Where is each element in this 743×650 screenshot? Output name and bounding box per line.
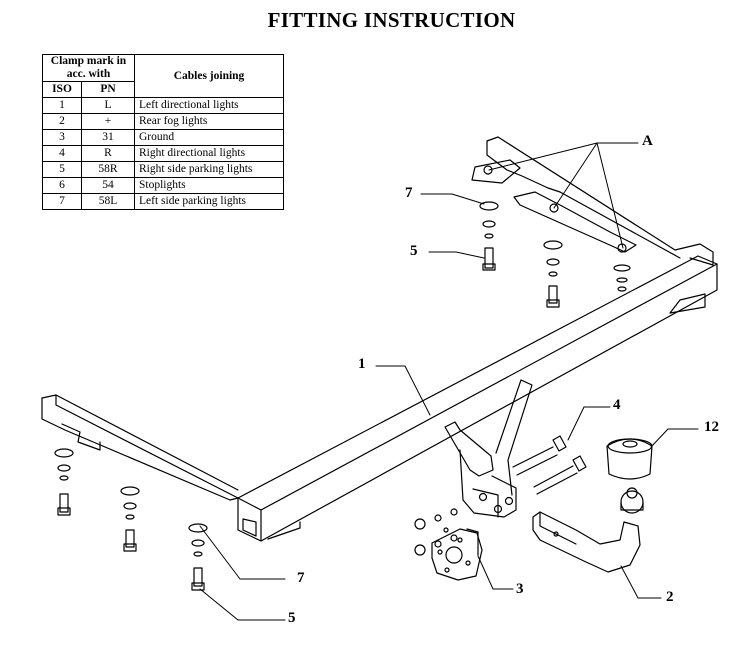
callout-12: 12 (704, 419, 719, 435)
hardware-stack-top-left (479, 201, 499, 271)
hardware-stack-top-right (483, 165, 631, 292)
top-mounting-bracket (471, 136, 714, 314)
main-cross-beam (41, 255, 718, 542)
callout-4: 4 (613, 397, 621, 413)
callout-5-top: 5 (410, 243, 418, 259)
socket-plate (431, 528, 483, 581)
hardware-stack-bottom-left (54, 448, 74, 516)
hitch-mount-bracket (444, 379, 533, 518)
table-header-cables-joining: Cables joining (134, 54, 284, 98)
cable-joining-table: Clamp mark in acc. with Cables joining I… (42, 54, 284, 210)
callout-7-bottom: 7 (297, 570, 305, 586)
callout-2: 2 (666, 589, 674, 605)
callout-a: A (642, 133, 653, 149)
tow-ball-cap (606, 438, 653, 480)
callout-5-bottom: 5 (288, 610, 296, 626)
pn-cell: 58R (81, 161, 135, 178)
callout-7-top: 7 (405, 185, 413, 201)
desc-cell: Right side parking lights (134, 161, 284, 178)
desc-cell: Stoplights (134, 177, 284, 194)
callout-3: 3 (516, 581, 524, 597)
callout-leaders (199, 142, 699, 621)
tow-ball-arm (532, 487, 644, 573)
desc-cell: Right directional lights (134, 145, 284, 162)
page-title: FITTING INSTRUCTION (267, 8, 516, 32)
table-header-clamp-mark: Clamp mark in acc. with (42, 54, 135, 82)
hitch-nuts-washers (414, 508, 458, 556)
hardware-stack-bottom-right (188, 523, 208, 591)
hardware-stack-top-middle (543, 240, 563, 308)
callout-1: 1 (358, 356, 366, 372)
desc-cell: Left side parking lights (134, 193, 284, 210)
table-subheader-pn: PN (81, 81, 135, 98)
hardware-stack-bottom-center (120, 486, 140, 552)
hitch-bolts (512, 435, 587, 495)
